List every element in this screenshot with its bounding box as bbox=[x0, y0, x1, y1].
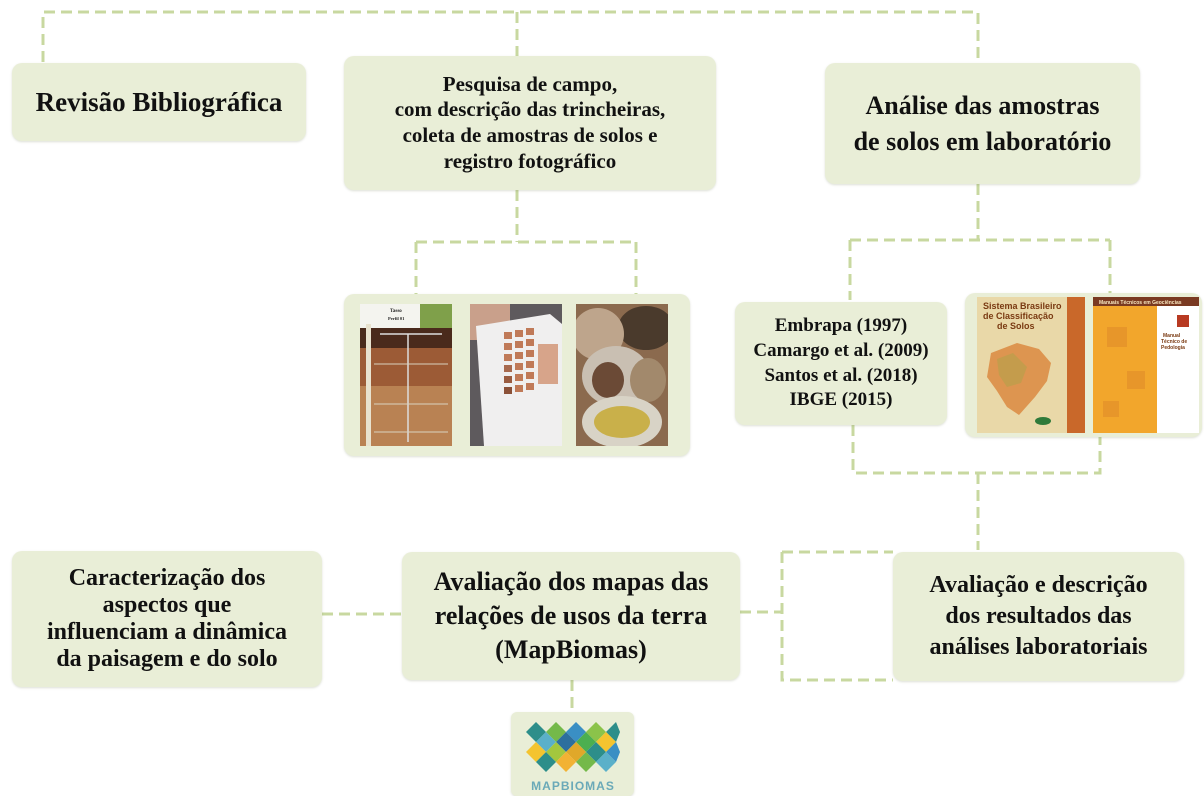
referencias-text: Embrapa (1997) Camargo et al. (2009) San… bbox=[753, 315, 929, 411]
munsell-chart-photo bbox=[470, 304, 562, 446]
sibcs-book-cover: Sistema Brasileiro de Classificação de S… bbox=[977, 297, 1085, 433]
pesquisa-campo-text: Pesquisa de campo, com descrição das tri… bbox=[394, 71, 666, 173]
profile-label-2: Perfil 01 bbox=[388, 316, 405, 321]
avaliacao-mapas-text: Avaliação dos mapas das relações de usos… bbox=[433, 567, 709, 664]
mapbiomas-logo-mark bbox=[526, 722, 620, 772]
referencias-box: Embrapa (1997) Camargo et al. (2009) San… bbox=[735, 302, 947, 425]
analise-amostras-text: Análise das amostras de solos em laborat… bbox=[853, 91, 1112, 156]
profile-label-1: Tasso bbox=[390, 309, 402, 314]
soil-profile-photo: Tasso Perfil 01 bbox=[360, 304, 452, 446]
book2-header: Manuais Técnicos em Geociências bbox=[1099, 300, 1182, 306]
analise-amostras-box: Análise das amostras de solos em laborat… bbox=[825, 63, 1140, 184]
revisao-bibliografica-text: Revisão Bibliográfica bbox=[35, 86, 283, 117]
pesquisa-campo-box: Pesquisa de campo, com descrição das tri… bbox=[344, 56, 716, 190]
field-photos-box: Tasso Perfil 01 bbox=[344, 294, 690, 456]
book2-title: Manual Técnico de Pedologia bbox=[1161, 333, 1189, 351]
caracterizacao-box: Caracterização dos aspectos que influenc… bbox=[12, 551, 322, 687]
avaliacao-resultados-text: Avaliação e descrição dos resultados das… bbox=[929, 571, 1148, 661]
book1-title: Sistema Brasileiro de Classificação de S… bbox=[983, 301, 1064, 331]
mapbiomas-logo-box: MAPBIOMAS bbox=[511, 712, 634, 796]
mapbiomas-logo: MAPBIOMAS bbox=[526, 722, 620, 793]
books-image: Sistema Brasileiro de Classificação de S… bbox=[977, 297, 1199, 433]
pedologia-manual-cover: Manuais Técnicos em Geociências Manual T… bbox=[1093, 297, 1199, 433]
caracterizacao-text: Caracterização dos aspectos que influenc… bbox=[46, 565, 287, 672]
soil-samples-photo bbox=[576, 304, 668, 446]
revisao-bibliografica-box: Revisão Bibliográfica bbox=[12, 63, 306, 141]
avaliacao-resultados-box: Avaliação e descrição dos resultados das… bbox=[893, 552, 1184, 681]
books-box: Sistema Brasileiro de Classificação de S… bbox=[965, 293, 1202, 437]
mapbiomas-logo-text: MAPBIOMAS bbox=[531, 779, 615, 793]
avaliacao-mapas-box: Avaliação dos mapas das relações de usos… bbox=[402, 552, 740, 680]
